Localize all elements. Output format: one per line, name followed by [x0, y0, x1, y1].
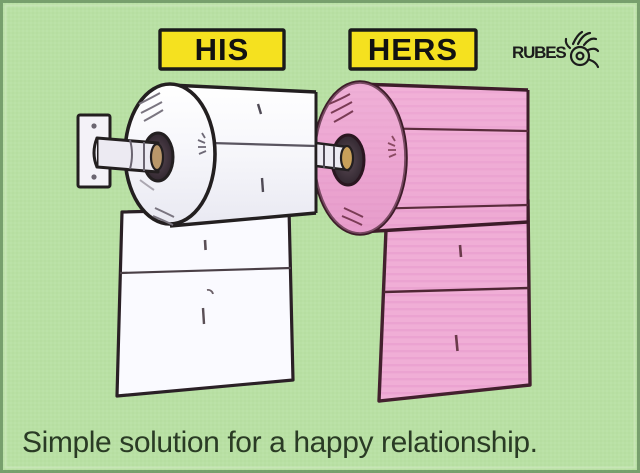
wall-bracket — [76, 113, 165, 191]
hers-roll — [312, 80, 530, 236]
rubes-bug-doodle — [564, 30, 600, 69]
roll-spindle-right — [314, 141, 355, 172]
panel-inner-border — [4, 4, 636, 469]
his-label-text: HIS — [195, 32, 250, 67]
artist-signature: RUBES — [512, 30, 600, 69]
white-roll-sparkle — [197, 132, 207, 155]
pink-roll-sparkle — [387, 135, 397, 158]
his-label: HIS — [158, 28, 286, 71]
hers-label-text: HERS — [368, 32, 458, 67]
hers-label: HERS — [348, 28, 478, 71]
his-hanging-paper — [115, 206, 295, 398]
artist-signature-text: RUBES — [512, 43, 566, 62]
caption-text: Simple solution for a happy relationship… — [22, 426, 538, 459]
